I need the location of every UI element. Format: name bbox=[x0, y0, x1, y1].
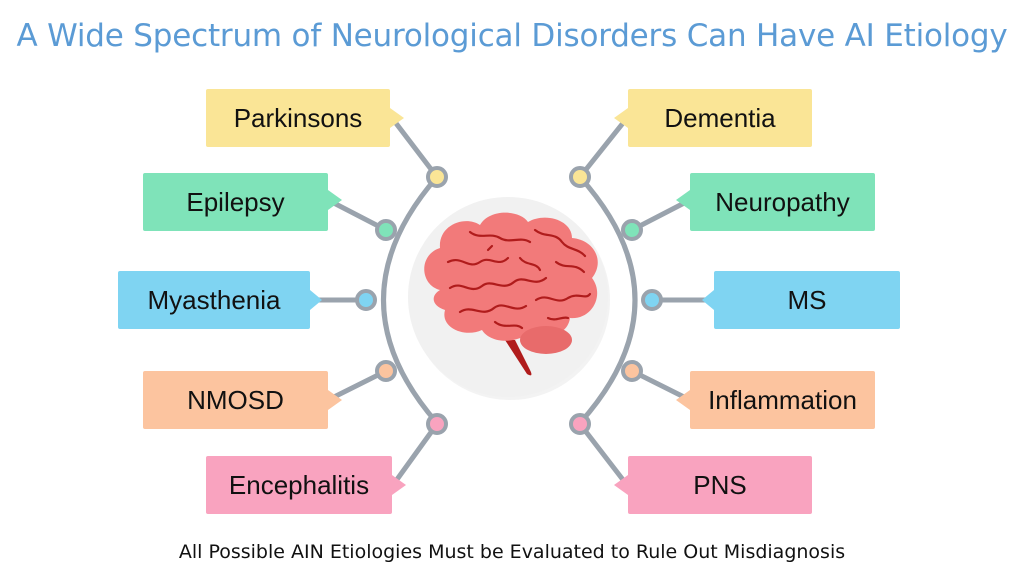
diagram-title: A Wide Spectrum of Neurological Disorder… bbox=[16, 18, 1008, 54]
right-arc bbox=[577, 174, 638, 426]
node-dot-nmosd bbox=[375, 360, 397, 382]
node-dot-parkinsons bbox=[426, 166, 448, 188]
label-myasthenia: Myasthenia bbox=[118, 271, 310, 329]
label-nmosd: NMOSD bbox=[143, 371, 328, 429]
label-parkinsons: Parkinsons bbox=[206, 89, 390, 147]
node-dot-neuropathy bbox=[621, 219, 643, 241]
node-dot-ms bbox=[641, 289, 663, 311]
label-inflammation: Inflammation bbox=[690, 371, 875, 429]
label-encephalitis: Encephalitis bbox=[206, 456, 392, 514]
label-pns: PNS bbox=[628, 456, 812, 514]
node-dot-inflammation bbox=[621, 360, 643, 382]
node-dot-epilepsy bbox=[375, 219, 397, 241]
label-dementia: Dementia bbox=[628, 89, 812, 147]
footer-note: All Possible AIN Etiologies Must be Eval… bbox=[178, 541, 846, 563]
node-dot-encephalitis bbox=[426, 413, 448, 435]
node-dot-pns bbox=[569, 413, 591, 435]
left-arc bbox=[381, 174, 440, 426]
label-pointers bbox=[310, 108, 714, 495]
label-epilepsy: Epilepsy bbox=[143, 173, 328, 231]
node-dot-dementia bbox=[569, 166, 591, 188]
label-ms: MS bbox=[714, 271, 900, 329]
node-dot-myasthenia bbox=[355, 289, 377, 311]
brain-icon bbox=[424, 212, 598, 376]
label-neuropathy: Neuropathy bbox=[690, 173, 875, 231]
